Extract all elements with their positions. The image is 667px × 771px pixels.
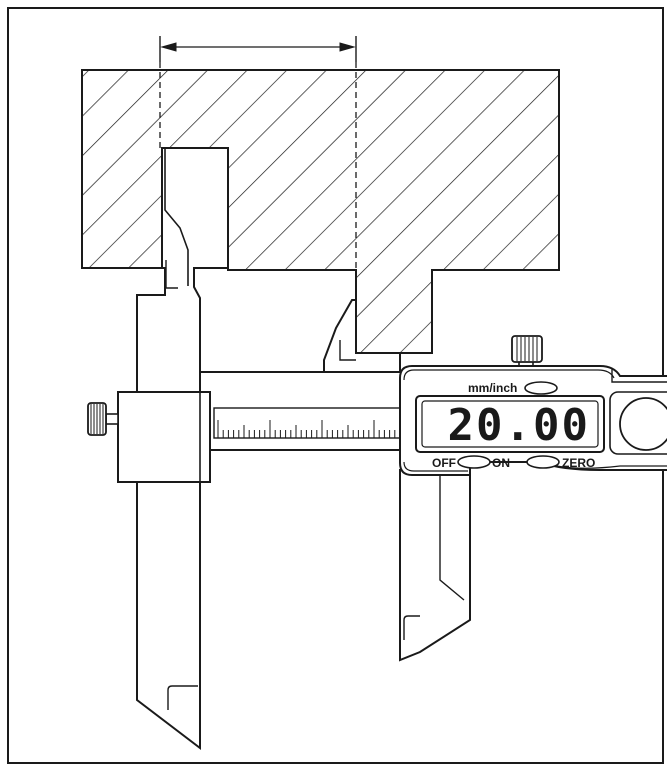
unit-toggle-button[interactable]: [524, 381, 558, 395]
dashed-guide-lines: [159, 62, 357, 268]
slider-block: [117, 391, 211, 483]
zero-button[interactable]: [526, 455, 560, 469]
lcd-screen: [415, 395, 605, 453]
moving-jaw-lower: [399, 469, 471, 662]
round-button[interactable]: [619, 397, 667, 451]
thumbwheel-icon[interactable]: [511, 335, 543, 371]
scale-strip: [213, 407, 407, 439]
lock-screw-icon[interactable]: [87, 402, 119, 436]
dimension-arrow-icon: [159, 36, 357, 62]
unit-button-label: mm/inch: [468, 381, 517, 395]
scale-ticks: [217, 420, 401, 438]
off-label: OFF: [432, 456, 456, 470]
power-button[interactable]: [457, 455, 491, 469]
on-label: ON: [492, 456, 510, 470]
lcd-reading: 20.00: [448, 400, 590, 451]
zero-label: ZERO: [562, 456, 595, 470]
